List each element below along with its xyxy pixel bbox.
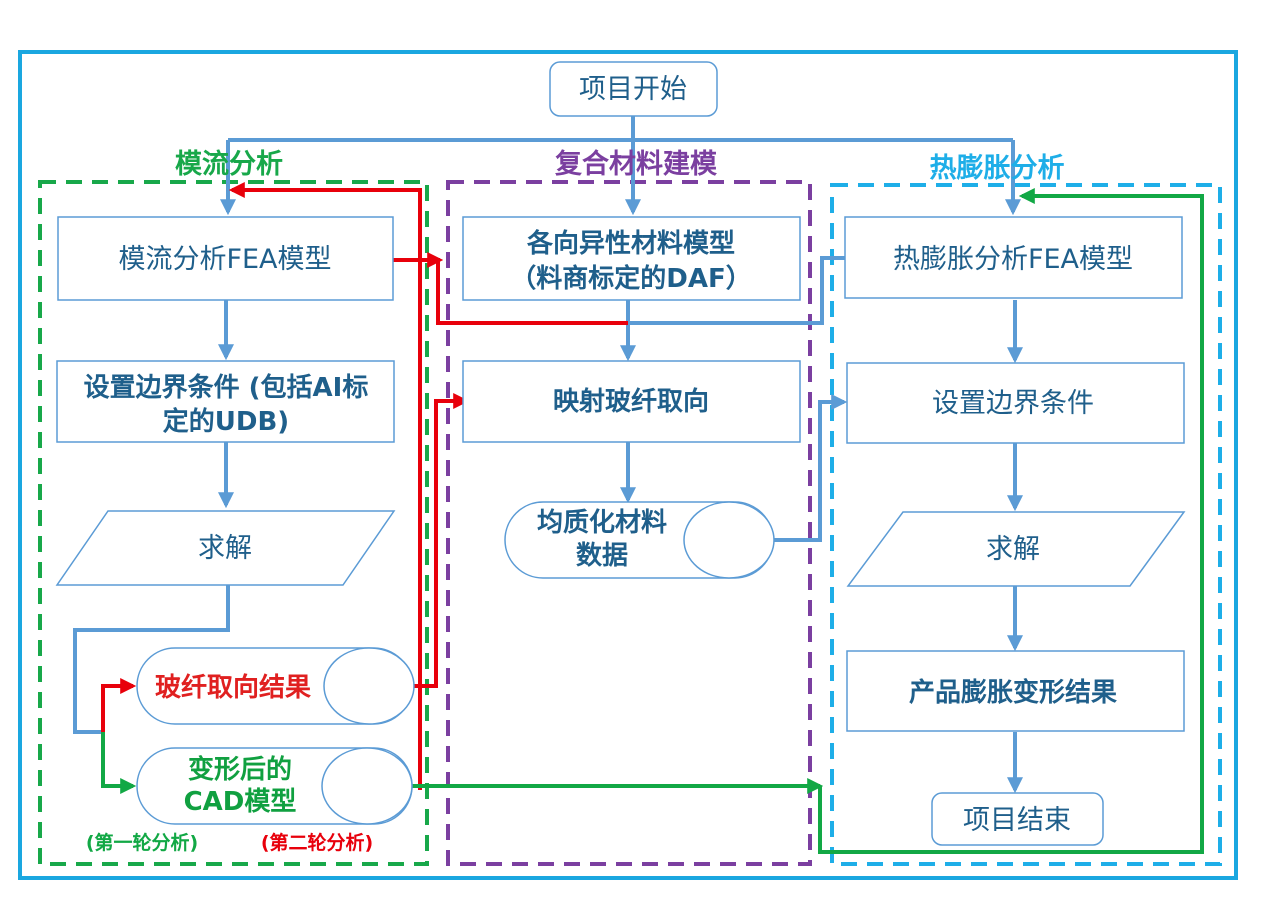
homogenized-data-label-1: 均质化材料 — [537, 508, 667, 538]
deformation-result-box — [846, 650, 1185, 732]
flow-mold-solve-to-results — [73, 585, 230, 734]
end-node-label: 项目结束 — [963, 805, 1071, 836]
green-loop-back-to-thermal-fea — [818, 188, 1204, 854]
homogenized-data-storage-cap — [683, 501, 775, 579]
thermal-solve-label: 求解 — [986, 534, 1040, 565]
group-title-composite: 复合材料建模 — [555, 148, 717, 180]
mold-boundary-label-1: 设置边界条件 (包括AI标 — [84, 372, 369, 403]
start-node-label: 项目开始 — [579, 74, 687, 105]
outer-frame — [18, 50, 1238, 880]
end-node — [931, 792, 1104, 846]
mold-solve-label: 求解 — [198, 533, 252, 564]
red-aniso-return — [436, 262, 628, 325]
map-fiber-label: 映射玻纤取向 — [553, 386, 709, 417]
mold-boundary-box — [56, 360, 395, 443]
cad-model-storage-cap — [321, 747, 413, 825]
cad-model-label-1: 变形后的 — [188, 754, 292, 785]
thermal-fea-model-box — [844, 216, 1183, 299]
red-loop-to-mold-fea — [228, 182, 422, 790]
thermal-solve-parallelogram — [846, 511, 1186, 587]
fiber-result-label: 玻纤取向结果 — [155, 672, 311, 703]
mold-solve-parallelogram — [55, 510, 396, 586]
green-branch-to-cad — [101, 732, 137, 794]
red-branch-to-fiber-result — [101, 678, 137, 732]
flow-aniso-to-thermal-fea — [628, 256, 845, 325]
group-frame-composite — [446, 180, 812, 866]
thermal-boundary-box — [846, 362, 1185, 444]
anisotropic-model-label-2: （料商标定的DAF） — [510, 263, 751, 294]
group-title-thermal: 热膨胀分析 — [930, 153, 1065, 184]
group-title-mold-flow: 模流分析 — [175, 149, 283, 180]
fiber-result-storage-cap — [323, 647, 415, 725]
mold-boundary-label-2: 定的UDB) — [163, 406, 289, 437]
start-node — [549, 61, 718, 117]
flow-homog-to-thermal-bc — [773, 394, 848, 542]
anisotropic-model-label-1: 各向异性材料模型 — [526, 228, 735, 259]
round1-note: (第一轮分析) — [86, 831, 198, 854]
red-fiber-result-to-map — [412, 393, 470, 688]
group-frame-thermal — [830, 183, 1222, 866]
round2-note: (第二轮分析) — [261, 831, 373, 854]
mold-fea-model-label: 模流分析FEA模型 — [118, 244, 331, 275]
thermal-fea-model-label: 热膨胀分析FEA模型 — [893, 244, 1133, 275]
deformation-result-label: 产品膨胀变形结果 — [909, 677, 1117, 708]
mold-fea-model-box — [57, 216, 394, 301]
thermal-boundary-label: 设置边界条件 — [932, 388, 1094, 419]
cad-model-label-2: CAD模型 — [184, 787, 297, 817]
homogenized-data-label-2: 数据 — [576, 541, 628, 571]
anisotropic-model-box — [462, 216, 801, 301]
map-fiber-box — [462, 360, 801, 443]
